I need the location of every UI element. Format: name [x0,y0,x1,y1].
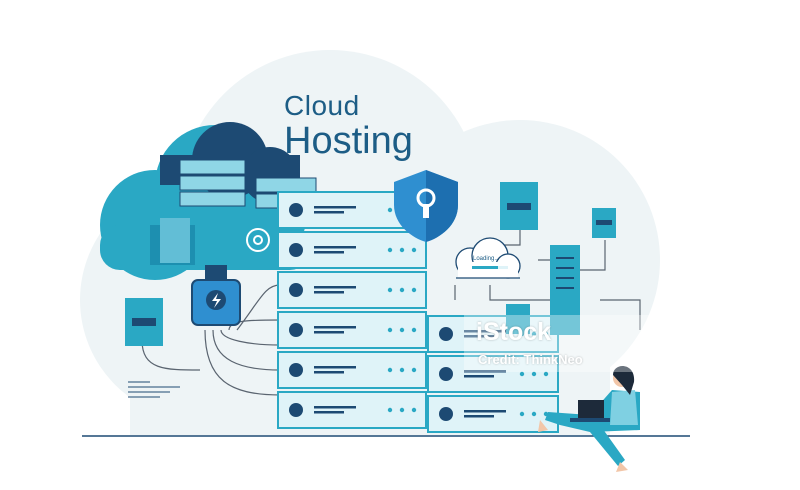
right-documents [500,182,616,334]
server-unit-main-1 [277,231,427,269]
server-unit-main-3 [277,311,427,349]
document-icon [125,298,163,346]
watermark-band [464,315,800,372]
watermark-brand: iStock [476,318,552,346]
title-hosting: Hosting [284,120,413,162]
server-rack [277,191,559,433]
laptop-icon [570,400,610,422]
server-unit-main-4 [277,351,427,389]
server-unit-side-0 [427,315,559,353]
server-tower [550,245,580,335]
loading-label: Loading... [473,256,500,262]
server-unit-side-1 [427,355,559,393]
cloud-icon [455,237,521,279]
server-unit-main-5 [277,391,427,429]
lightning-icon [191,265,241,326]
gear-icon [246,228,270,252]
person-icon [538,365,640,472]
watermark-credit: Credit: ThinkNeo [478,352,583,367]
connection-lines [141,230,641,396]
server-unit-side-2 [427,395,559,433]
text-lines-decoration [128,381,180,398]
shield-lock-icon [394,170,458,242]
title-cloud: Cloud [284,90,360,121]
server-unit-main-2 [277,271,427,309]
